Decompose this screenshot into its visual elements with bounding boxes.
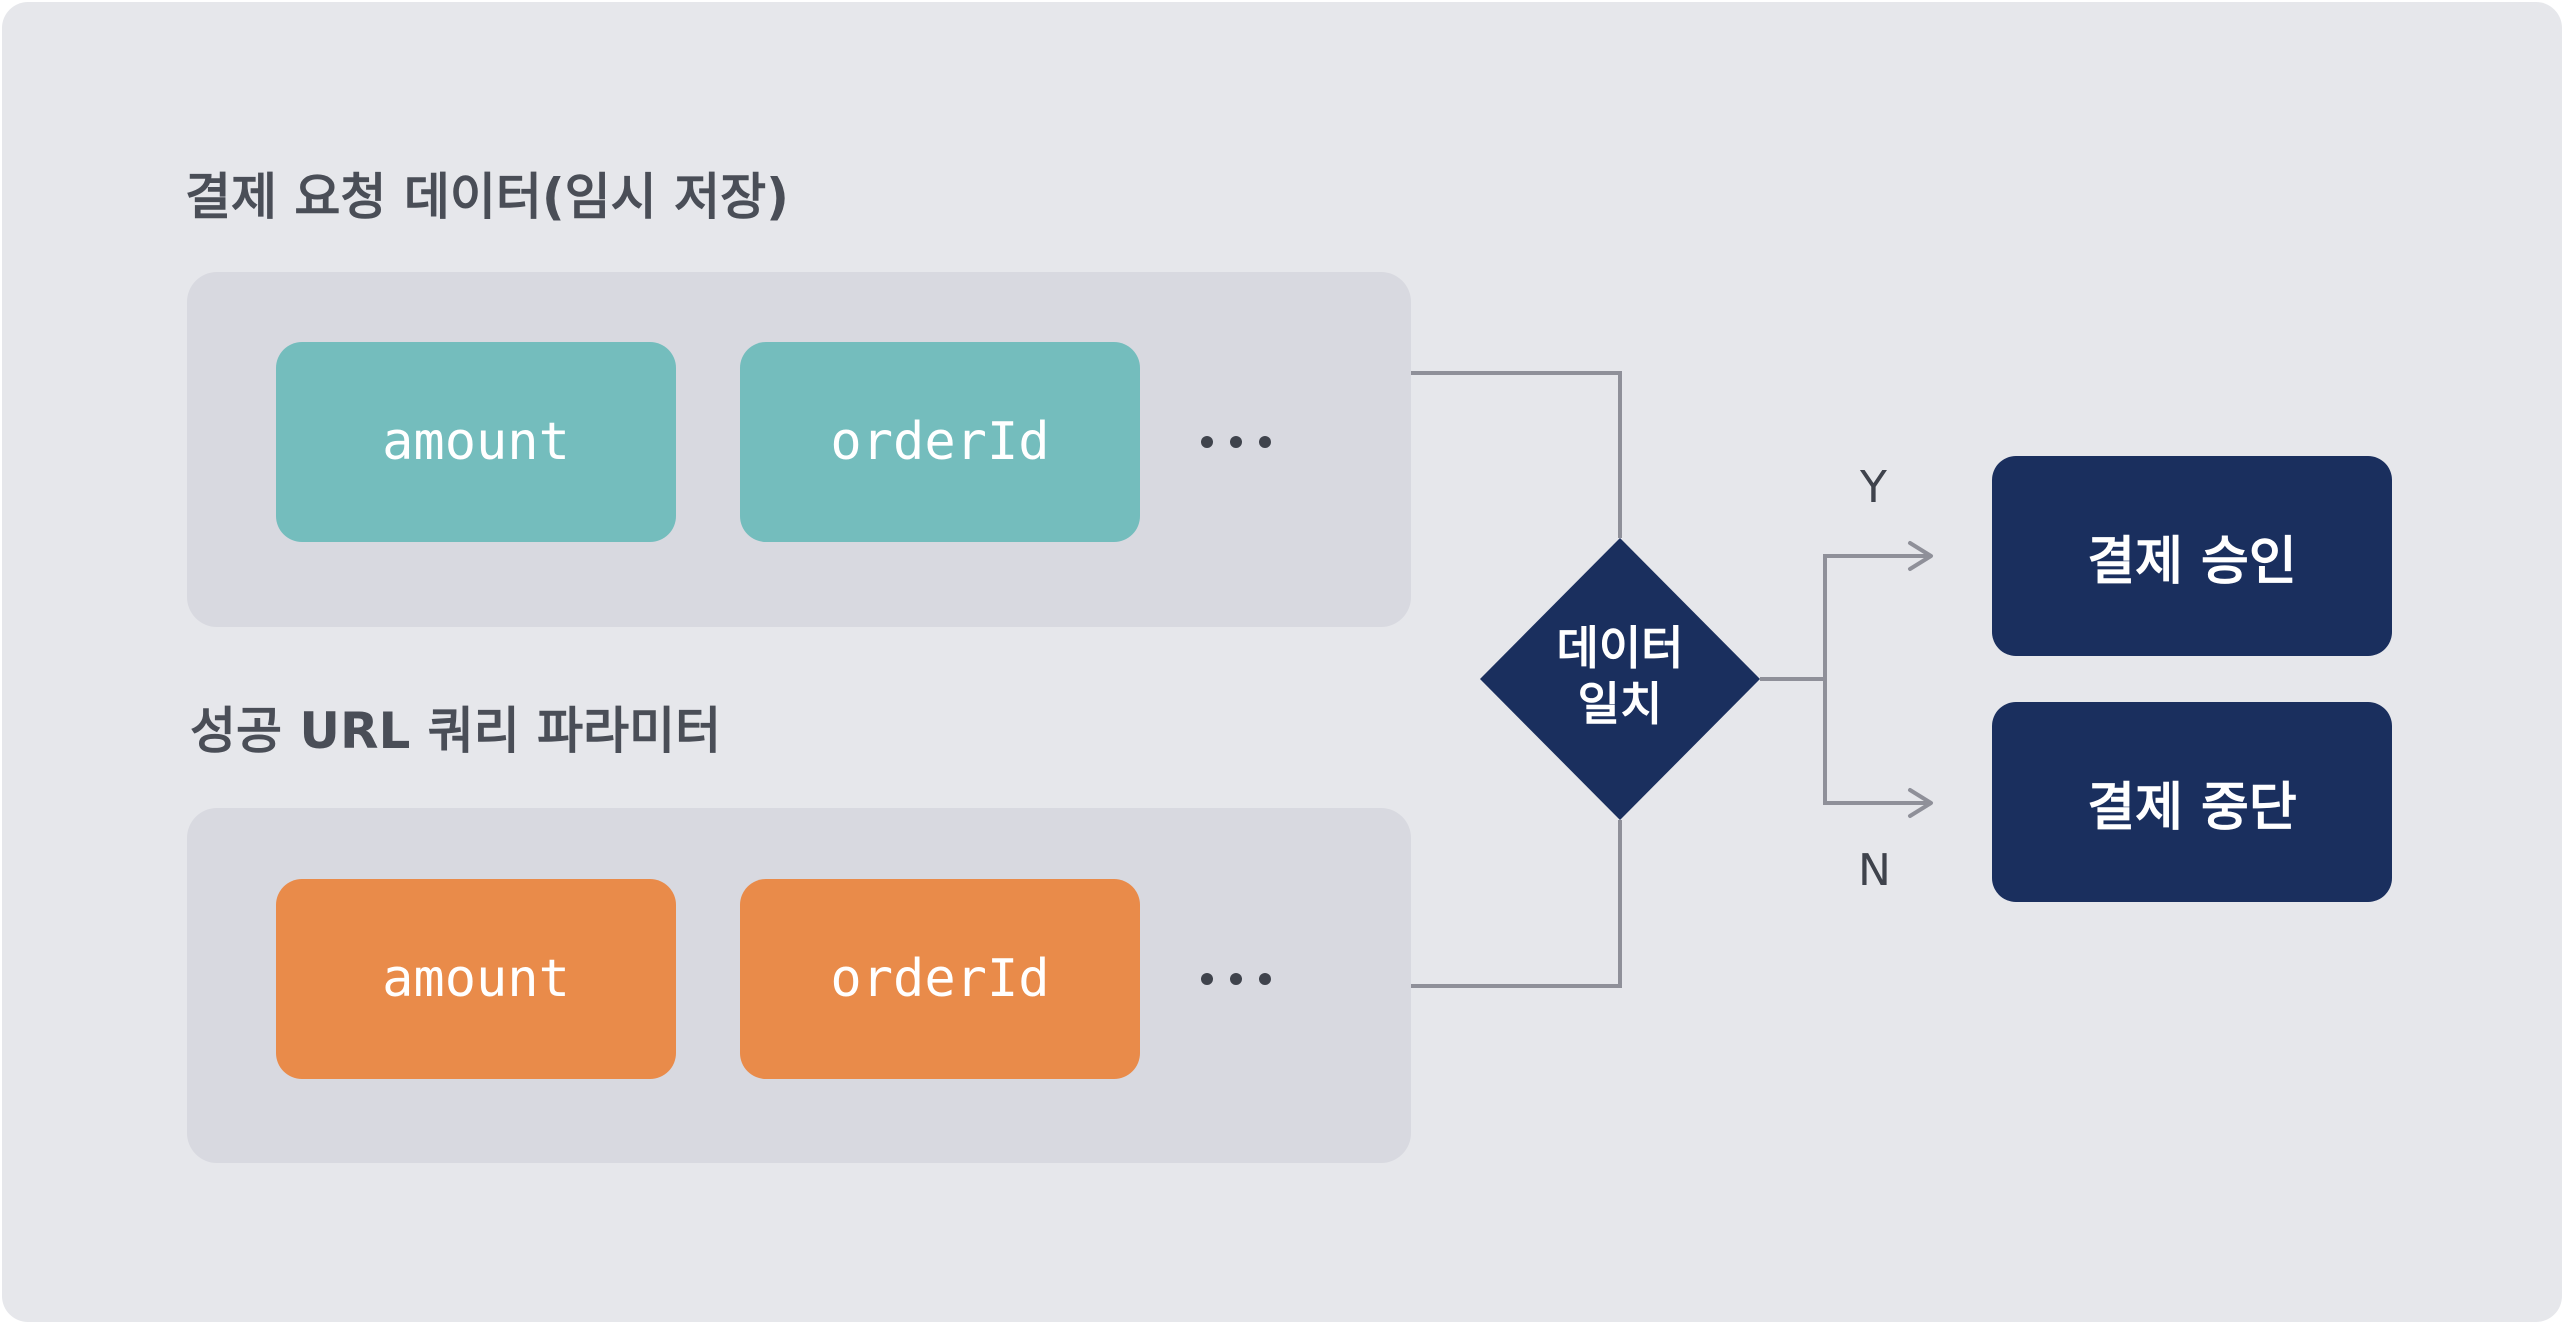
stored-orderid-field: orderId: [740, 342, 1140, 542]
top-connector-line: [1411, 371, 1622, 538]
stored-more-ellipsis: [1201, 436, 1271, 448]
query-orderid-field: orderId: [740, 879, 1140, 1079]
payment-approve-box: 결제 승인: [1992, 456, 2392, 656]
query-more-ellipsis: [1201, 973, 1271, 985]
stored-amount-field: amount: [276, 342, 676, 542]
decision-label-line1: 데이터: [1556, 621, 1684, 675]
ellipsis-dot: [1201, 436, 1213, 448]
ellipsis-dot: [1259, 436, 1271, 448]
decision-label-line2: 일치: [1577, 677, 1663, 731]
query-amount-field: amount: [276, 879, 676, 1079]
stored-data-heading: 결제 요청 데이터(임시 저장): [185, 168, 789, 226]
ellipsis-dot: [1230, 436, 1242, 448]
ellipsis-dot: [1230, 973, 1242, 985]
payment-stop-box: 결제 중단: [1992, 702, 2392, 902]
ellipsis-dot: [1259, 973, 1271, 985]
no-arrow-head: [1908, 788, 1933, 818]
yes-arrow-head: [1908, 541, 1933, 571]
decision-diamond: [1480, 538, 1760, 820]
no-branch-label: N: [1858, 845, 1891, 896]
ellipsis-dot: [1201, 973, 1213, 985]
query-params-heading: 성공 URL 쿼리 파라미터: [190, 702, 722, 760]
bottom-connector-line: [1411, 820, 1622, 988]
yes-branch-label: Y: [1860, 462, 1887, 513]
decision-label: 데이터 일치: [1470, 620, 1770, 732]
